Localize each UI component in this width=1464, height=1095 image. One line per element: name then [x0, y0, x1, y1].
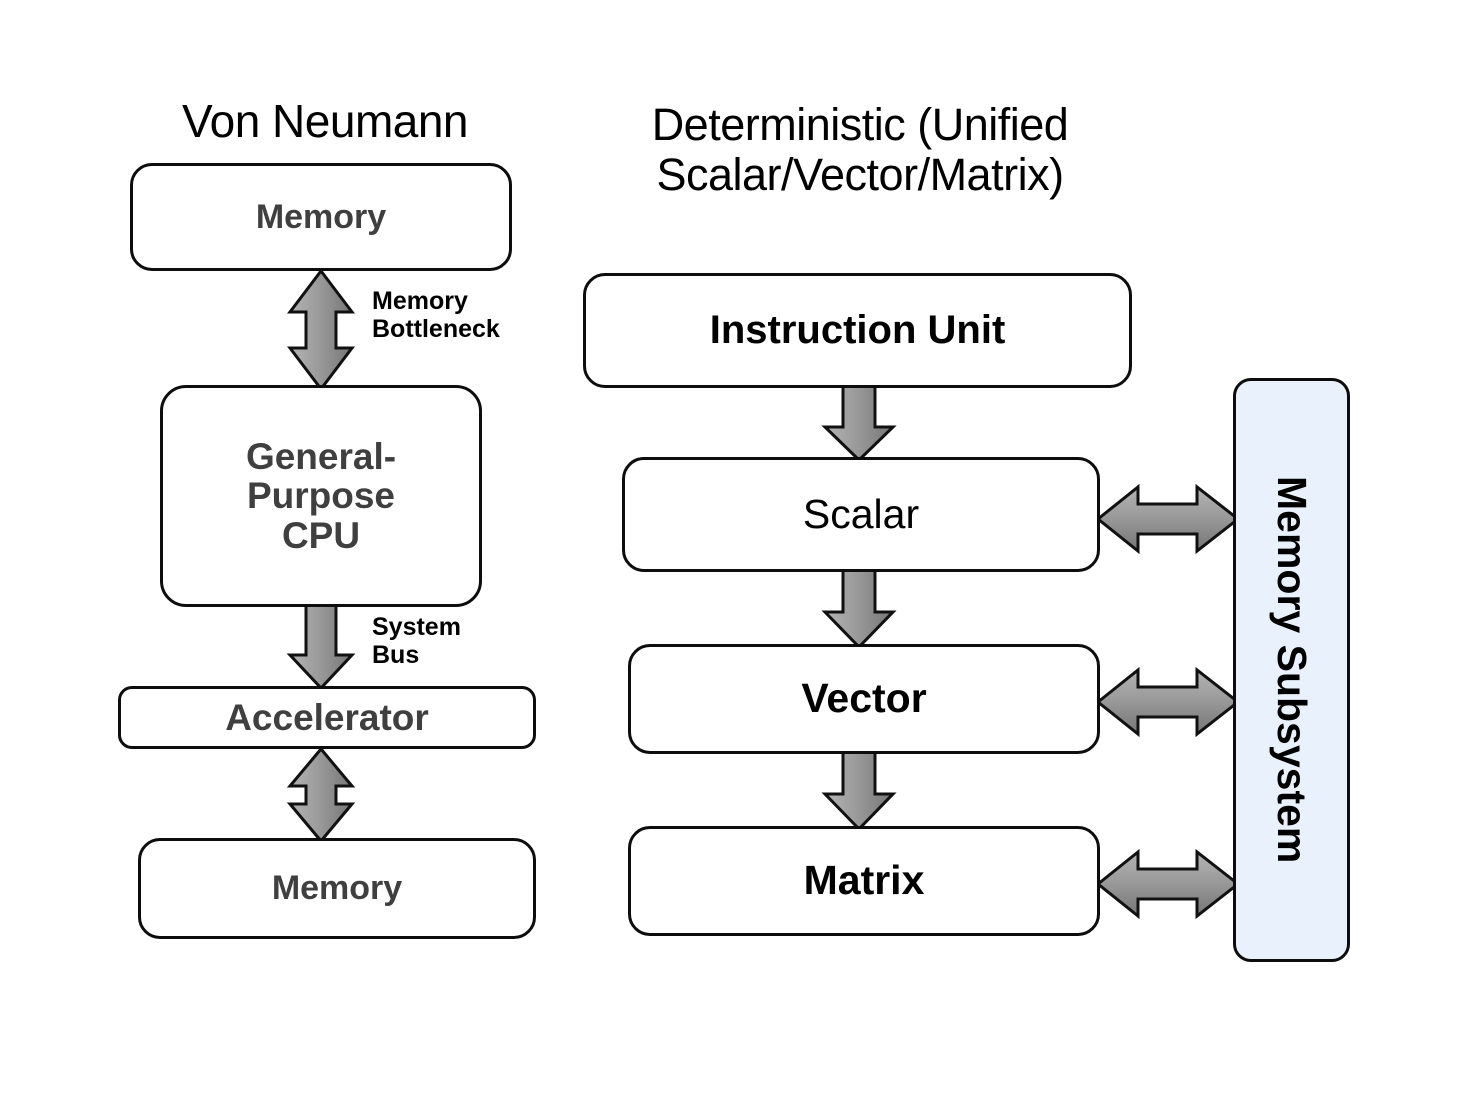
arrow-vector-to-matrix	[821, 750, 897, 832]
node-instruction-unit-label: Instruction Unit	[709, 308, 1006, 353]
node-general-purpose-cpu-label: General- Purpose CPU	[245, 435, 397, 556]
node-memory-top[interactable]: Memory	[130, 163, 512, 271]
memory-bottleneck-label: Memory Bottleneck	[372, 287, 500, 343]
deterministic-title: Deterministic (Unified Scalar/Vector/Mat…	[570, 99, 1150, 201]
node-matrix-label: Matrix	[803, 857, 925, 904]
arrow-accelerator-to-memory	[286, 746, 356, 844]
von-neumann-title: Von Neumann	[181, 95, 469, 147]
node-accelerator-label: Accelerator	[225, 696, 429, 738]
node-scalar[interactable]: Scalar	[622, 457, 1100, 572]
node-instruction-unit[interactable]: Instruction Unit	[583, 273, 1132, 388]
node-scalar-label: Scalar	[802, 490, 920, 537]
node-matrix[interactable]: Matrix	[628, 826, 1100, 936]
node-memory-subsystem[interactable]: Memory Subsystem	[1233, 378, 1350, 962]
arrow-vector-to-memory-subsystem	[1095, 666, 1241, 738]
arrow-scalar-to-memory-subsystem	[1095, 483, 1241, 555]
arrow-cpu-to-accelerator	[286, 602, 356, 691]
arrow-scalar-to-vector	[821, 568, 897, 650]
system-bus-label: System Bus	[372, 613, 461, 669]
arrow-memory-to-cpu	[286, 268, 356, 392]
deterministic-title-line-2: Scalar/Vector/Matrix)	[656, 149, 1064, 201]
arrow-instruction-to-scalar	[821, 384, 897, 463]
node-memory-top-label: Memory	[255, 197, 387, 236]
node-memory-bottom[interactable]: Memory	[138, 838, 536, 939]
node-memory-bottom-label: Memory	[271, 869, 403, 908]
arrow-matrix-to-memory-subsystem	[1095, 848, 1241, 920]
node-vector[interactable]: Vector	[628, 644, 1100, 754]
node-general-purpose-cpu[interactable]: General- Purpose CPU	[160, 385, 482, 607]
node-memory-subsystem-label: Memory Subsystem	[1269, 476, 1315, 864]
deterministic-title-line-1: Deterministic (Unified	[651, 99, 1069, 150]
node-accelerator[interactable]: Accelerator	[118, 686, 536, 749]
node-vector-label: Vector	[801, 675, 927, 722]
